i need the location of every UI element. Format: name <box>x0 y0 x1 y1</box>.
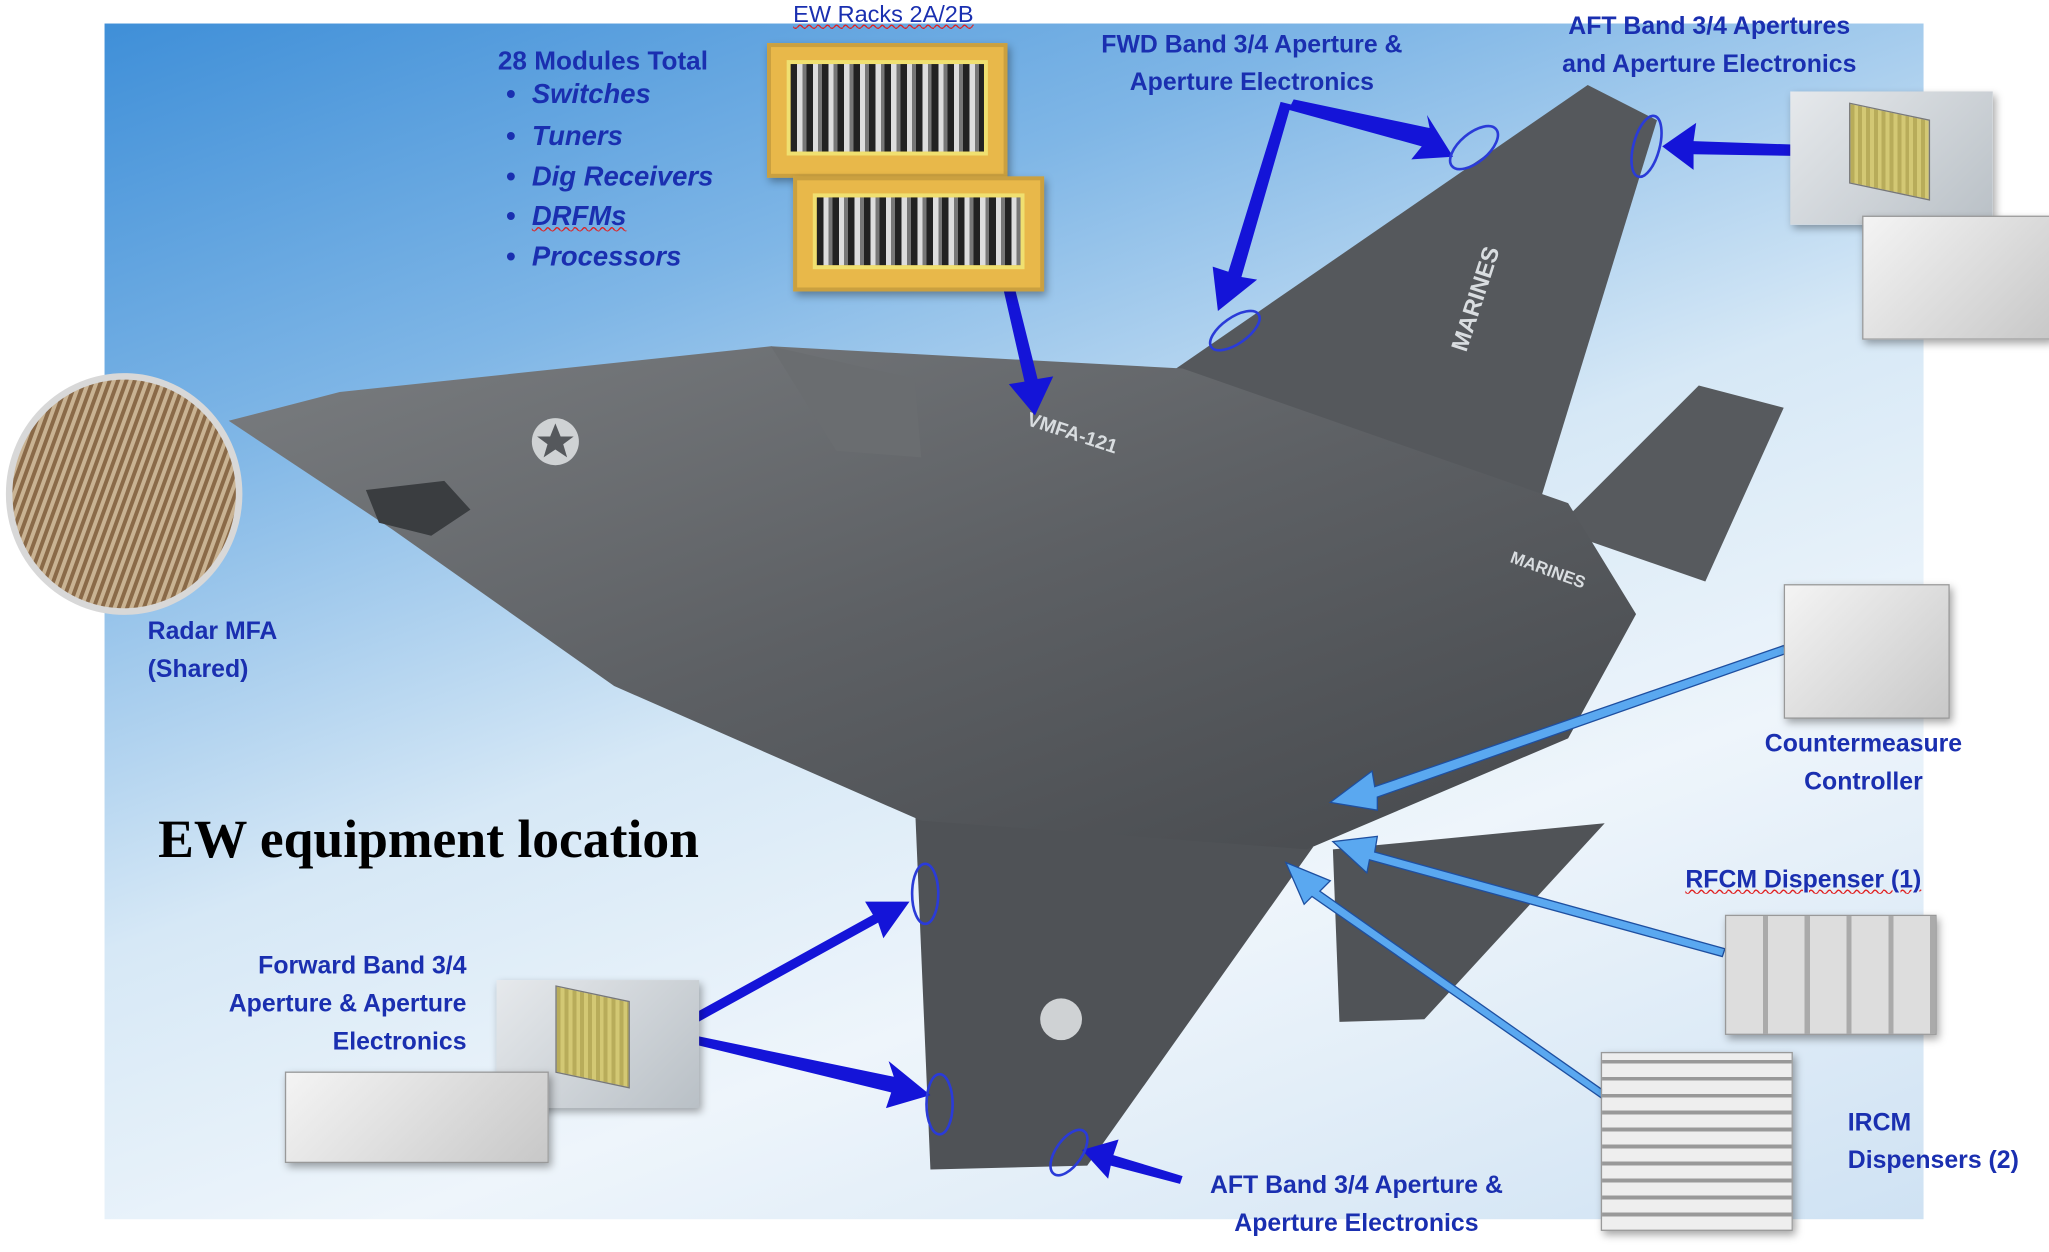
roundel-insignia <box>531 418 1082 1041</box>
location-markers <box>910 114 1663 1177</box>
module-item: •DRFMs <box>505 201 627 232</box>
lower-tail <box>1332 823 1605 1022</box>
rfcm-dispenser-photo <box>1724 914 1937 1035</box>
radar-array <box>5 373 243 615</box>
fwd-band-top-label: FWD Band 3/4 Aperture &Aperture Electron… <box>1101 31 1403 97</box>
rfcm-label: RFCM Dispenser (1) <box>1685 866 1922 894</box>
modules-heading: 28 Modules Total <box>497 47 708 76</box>
arrow-ircm <box>1284 861 1611 1102</box>
arrow-fwd-top-down <box>1212 101 1292 312</box>
arrow-fwd-top-right <box>1288 99 1454 160</box>
countermeasure-controller-photo <box>1783 584 1950 719</box>
canopy <box>365 480 471 536</box>
fuselage <box>228 346 1637 850</box>
aft-electronics-photo <box>1862 215 2049 340</box>
intake <box>770 346 922 458</box>
arrow-forward-band-upper <box>674 901 910 1033</box>
radar-label: Radar MFA(Shared) <box>147 618 278 684</box>
lower-wing <box>914 799 1314 1170</box>
ew-rack-2a-photo <box>767 43 1008 178</box>
arrow-forward-band-lower <box>676 1032 931 1109</box>
aft-band-bottom-label: AFT Band 3/4 Aperture &Aperture Electron… <box>1209 1172 1503 1238</box>
ew-racks-label: EW Racks 2A/2B <box>793 1 974 28</box>
forward-electronics-photo <box>284 1071 549 1164</box>
aft-aperture-photo <box>1790 91 1993 225</box>
arrow-rfcm <box>1331 835 1726 958</box>
ircm-dispensers-photo <box>1600 1051 1793 1231</box>
module-item: •Tuners <box>505 121 623 152</box>
dark-arrows <box>674 99 1846 1184</box>
module-item: •Processors <box>505 241 682 272</box>
module-item: •Switches <box>505 79 651 110</box>
tail-fin <box>1555 385 1784 582</box>
light-arrows <box>1284 644 1788 1102</box>
arrow-aft-top <box>1662 122 1846 170</box>
arrow-aft-bottom <box>1081 1139 1183 1184</box>
arrow-racks <box>997 258 1054 416</box>
ew-rack-2b-photo <box>793 176 1045 292</box>
upper-wing <box>1176 84 1657 504</box>
diagram-title: EW equipment location <box>158 808 699 869</box>
arrow-countermeasure <box>1328 644 1788 811</box>
module-item: •Dig Receivers <box>505 162 714 193</box>
